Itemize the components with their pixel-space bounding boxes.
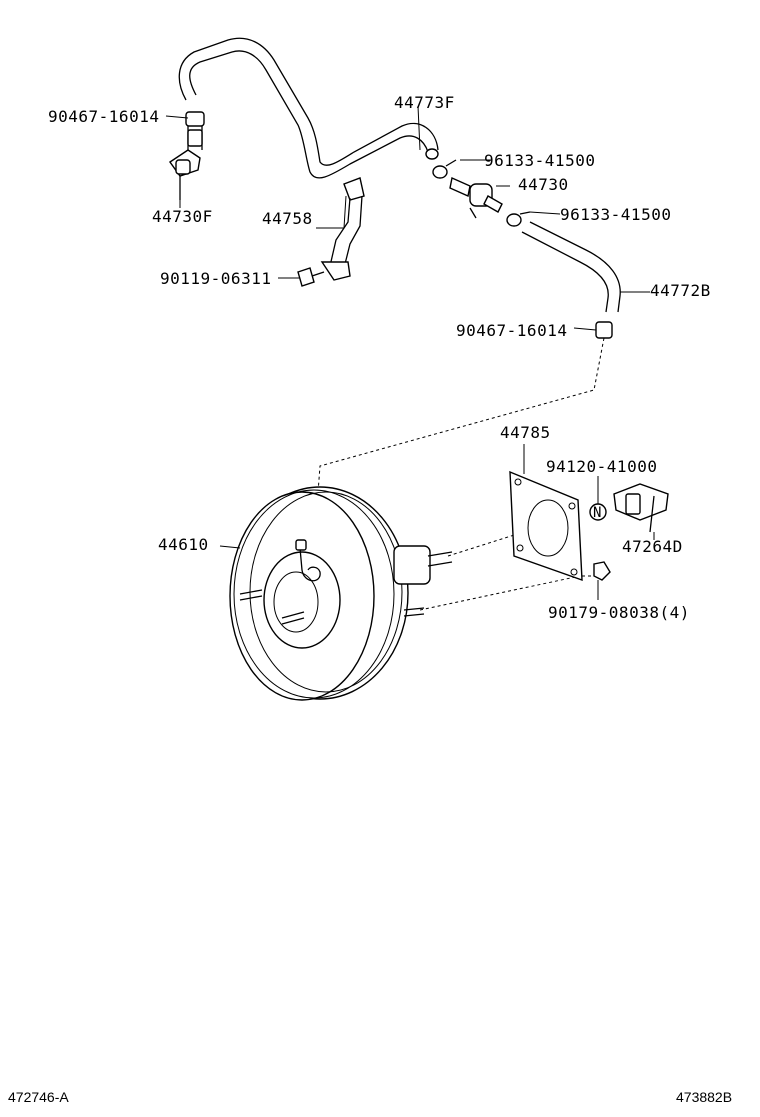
footer: 472746-A 473882B [8,1089,732,1105]
label-nut-4: 90179-08038(4) [548,603,690,622]
label-check-valve: 44730 [518,175,569,194]
clamp-lower [506,211,531,227]
bolt [297,267,325,287]
label-hose-upper: 44773F [394,93,455,112]
nut-n: N [589,503,607,521]
label-gasket: 44785 [500,423,551,442]
union-left [185,111,205,150]
vacuum-hose-upper [178,37,439,179]
footer-right-code: 473882B [676,1089,732,1105]
vacuum-hose-lower [521,221,621,313]
label-clamp-upper: 96133-41500 [484,151,595,170]
label-valve-left: 44730F [152,207,213,226]
union-right [595,321,613,339]
label-booster: 44610 [158,535,209,554]
label-clamp-lower: 96133-41500 [560,205,671,224]
gasket [509,470,583,582]
clevis [613,483,669,533]
label-bracket: 44758 [262,209,313,228]
label-nut-n: 94120-41000 [546,457,657,476]
nut-n-letter: N [593,505,602,521]
leader-lines [165,105,655,600]
label-bolt: 90119-06311 [160,269,271,288]
valve-left [169,149,201,200]
brake-booster [229,486,453,701]
label-union-left: 90467-16014 [48,107,159,126]
check-valve [449,177,503,219]
nut-4 [593,561,611,581]
label-hose-lower: 44772B [650,281,711,300]
footer-left-code: 472746-A [8,1089,69,1105]
label-union-right: 90467-16014 [456,321,567,340]
clamp-upper [432,159,457,179]
label-clevis: 47264D [622,537,683,556]
bracket [320,177,365,281]
part-labels: 90467-16014 44730F 44773F 96133-41500 44… [48,93,711,622]
